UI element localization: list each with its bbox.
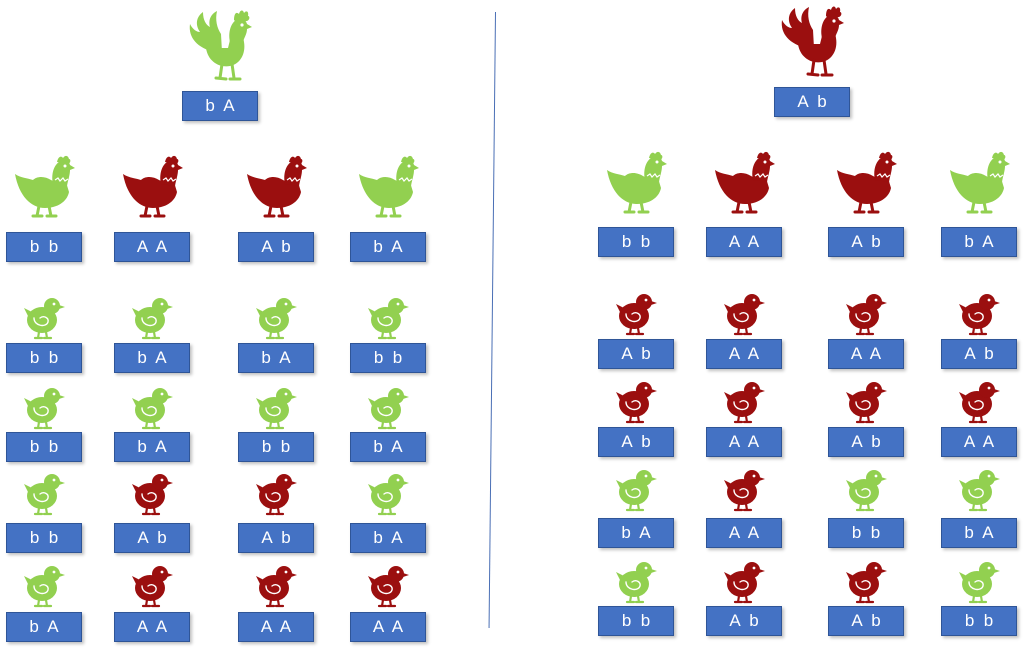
chick-icon (130, 562, 174, 613)
chick-icon (957, 466, 1001, 517)
hen-icon (833, 146, 899, 219)
chick-genotype-label: A A (238, 612, 314, 642)
chick-genotype-label: A A (350, 612, 426, 642)
chick-genotype-label: b b (598, 606, 674, 636)
rooster-genotype-label: b A (182, 91, 258, 121)
chick-icon (957, 558, 1001, 609)
hen-genotype-label: b b (6, 232, 82, 262)
chick-genotype-label: b b (6, 432, 82, 462)
hen-genotype-label: A A (706, 227, 782, 257)
chick-genotype-label: A A (114, 612, 190, 642)
chick-icon (130, 294, 174, 345)
chick-icon (614, 558, 658, 609)
hen-genotype-label: b A (941, 227, 1017, 257)
chick-genotype-label: A A (706, 518, 782, 548)
chick-icon (722, 466, 766, 517)
chick-icon (366, 294, 410, 345)
chick-genotype-label: b A (6, 612, 82, 642)
chick-genotype-label: b b (941, 606, 1017, 636)
chick-genotype-label: b b (828, 518, 904, 548)
chick-genotype-label: A b (828, 606, 904, 636)
rooster-icon (776, 4, 848, 85)
chick-icon (722, 378, 766, 429)
chick-icon (844, 558, 888, 609)
chick-genotype-label: b A (598, 518, 674, 548)
hen-icon (711, 146, 777, 219)
chick-genotype-label: b b (6, 523, 82, 553)
hen-icon (119, 150, 185, 223)
hen-genotype-label: A b (828, 227, 904, 257)
chick-icon (614, 466, 658, 517)
chick-genotype-label: b A (350, 432, 426, 462)
chick-icon (614, 378, 658, 429)
chick-icon (722, 558, 766, 609)
chick-genotype-label: A b (828, 427, 904, 457)
chick-icon (130, 384, 174, 435)
chick-genotype-label: A b (114, 523, 190, 553)
chick-genotype-label: b b (6, 343, 82, 373)
chick-icon (366, 470, 410, 521)
chick-icon (366, 384, 410, 435)
chick-genotype-label: A b (598, 427, 674, 457)
chick-icon (844, 290, 888, 341)
rooster-genotype-label: A b (774, 87, 850, 117)
chick-genotype-label: A b (941, 339, 1017, 369)
chick-icon (844, 466, 888, 517)
chick-icon (22, 384, 66, 435)
hen-icon (603, 146, 669, 219)
chick-icon (22, 562, 66, 613)
chick-genotype-label: b b (350, 343, 426, 373)
hen-genotype-label: A A (114, 232, 190, 262)
chick-genotype-label: b A (114, 343, 190, 373)
chick-icon (254, 470, 298, 521)
chick-icon (614, 290, 658, 341)
chick-icon (254, 384, 298, 435)
chick-icon (957, 378, 1001, 429)
chick-icon (22, 470, 66, 521)
chick-genotype-label: b A (350, 523, 426, 553)
hen-genotype-label: A b (238, 232, 314, 262)
chick-genotype-label: b A (941, 518, 1017, 548)
hen-icon (11, 150, 77, 223)
chick-icon (22, 294, 66, 345)
chick-icon (366, 562, 410, 613)
chick-icon (844, 378, 888, 429)
chick-genotype-label: A A (706, 339, 782, 369)
chick-genotype-label: b A (238, 343, 314, 373)
hen-genotype-label: b A (350, 232, 426, 262)
hen-icon (355, 150, 421, 223)
chick-icon (722, 290, 766, 341)
chick-icon (254, 562, 298, 613)
hen-icon (946, 146, 1012, 219)
hen-icon (243, 150, 309, 223)
chick-genotype-label: A b (238, 523, 314, 553)
chick-genotype-label: A A (828, 339, 904, 369)
chick-genotype-label: b A (114, 432, 190, 462)
hen-genotype-label: b b (598, 227, 674, 257)
chick-icon (957, 290, 1001, 341)
chick-genotype-label: A b (598, 339, 674, 369)
panel-divider (488, 12, 496, 628)
chick-genotype-label: b b (238, 432, 314, 462)
chick-icon (130, 470, 174, 521)
chick-genotype-label: A A (941, 427, 1017, 457)
chick-genotype-label: A A (706, 427, 782, 457)
chick-icon (254, 294, 298, 345)
rooster-icon (184, 8, 256, 89)
chick-genotype-label: A b (706, 606, 782, 636)
